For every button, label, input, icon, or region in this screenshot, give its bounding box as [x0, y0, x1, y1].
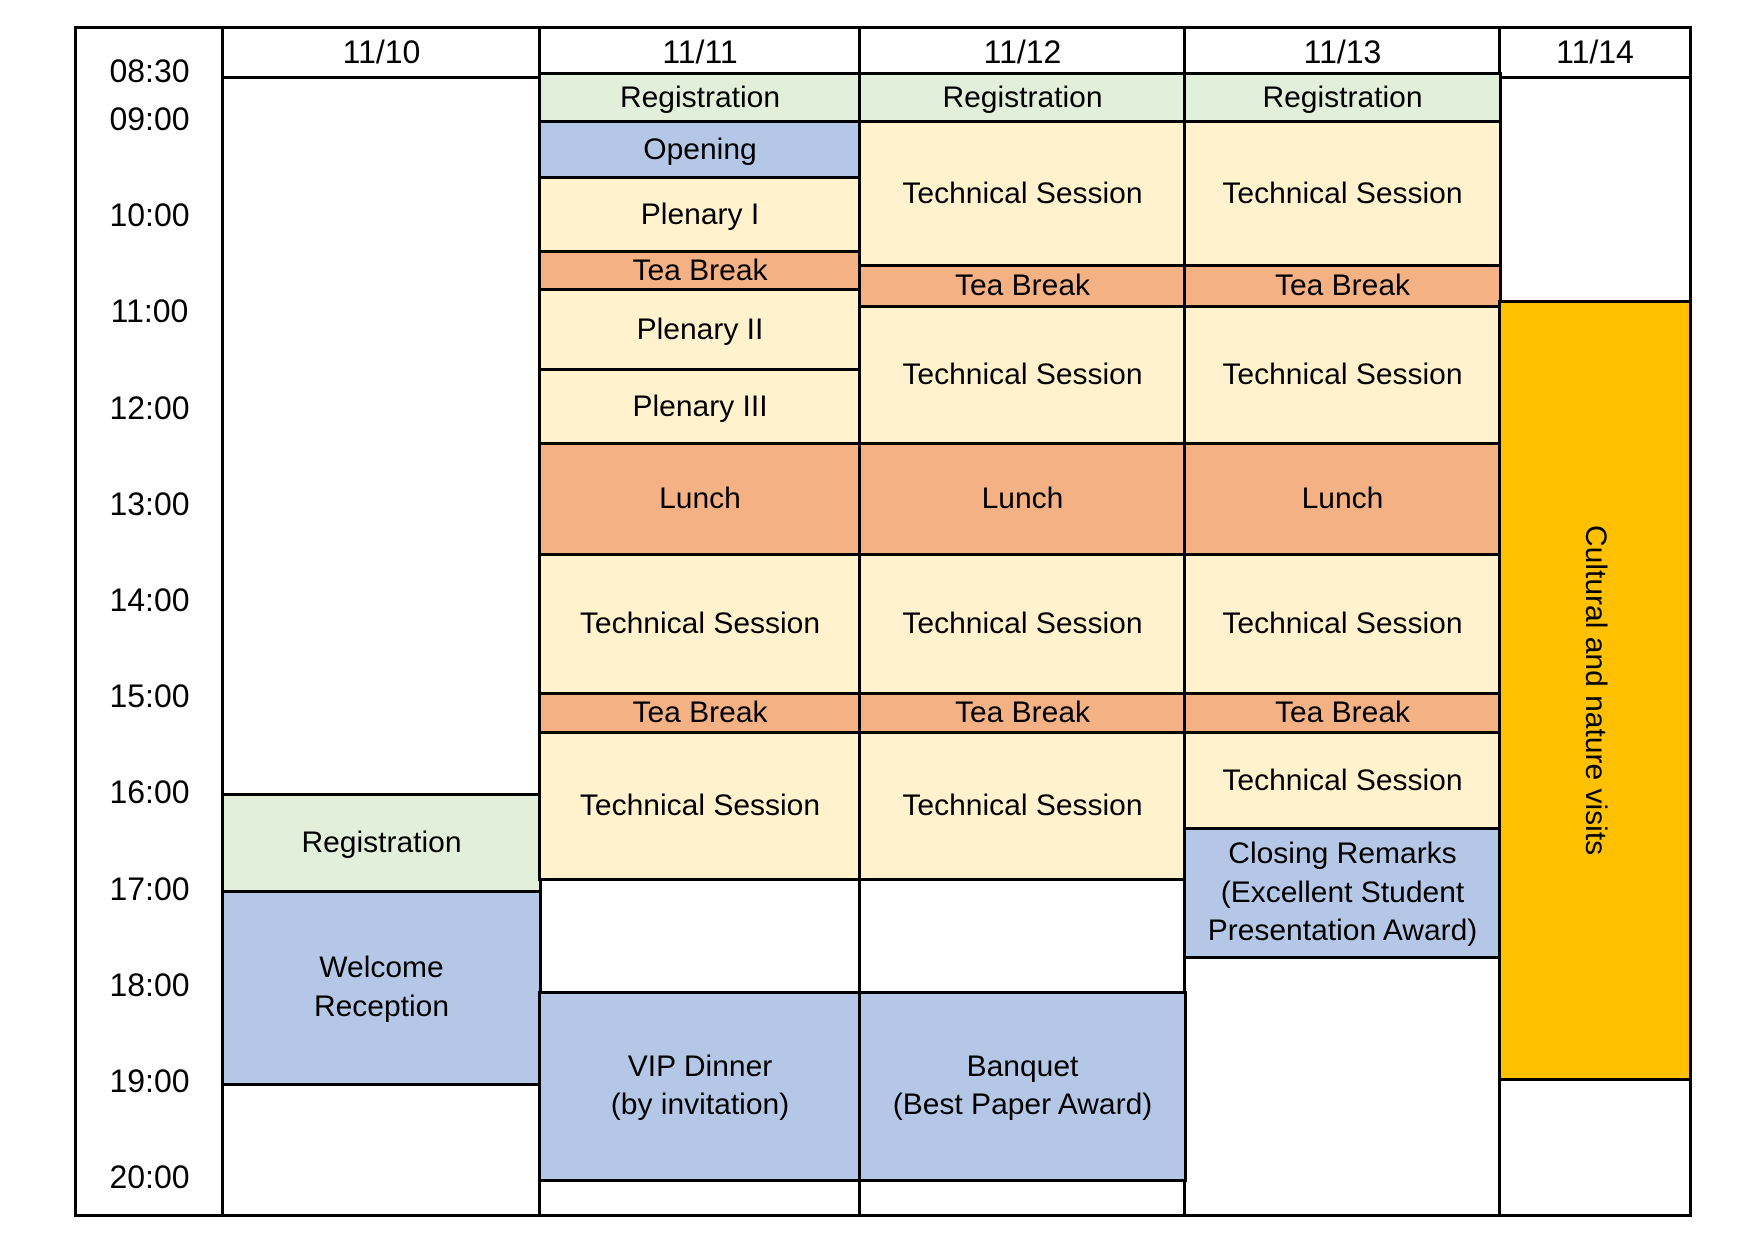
event-11-12-tea-break: Tea Break: [858, 264, 1187, 309]
event-11-12-lunch: Lunch: [858, 442, 1187, 557]
day-header-11-11: 11/11: [662, 34, 738, 70]
time-tick-1000: 10:00: [109, 197, 190, 234]
time-tick-1900: 19:00: [109, 1063, 190, 1099]
event-11-13-technical-session: Technical Session: [1183, 304, 1502, 447]
event-11-13-technical-session: Technical Session: [1183, 120, 1502, 269]
event-11-11-technical-session: Technical Session: [538, 552, 862, 697]
event-11-11-vip-dinner-by-invitation: VIP Dinner (by invitation): [538, 990, 862, 1183]
time-tick-1400: 14:00: [109, 582, 190, 618]
event-11-11-registration: Registration: [538, 71, 862, 124]
event-11-12-technical-session: Technical Session: [858, 120, 1187, 269]
time-tick-1100: 11:00: [110, 293, 189, 330]
event-11-11-tea-break: Tea Break: [538, 692, 862, 735]
day-header-11-12: 11/12: [983, 34, 1062, 70]
event-11-11-plenary-i: Plenary I: [538, 175, 862, 254]
event-11-12-technical-session: Technical Session: [858, 304, 1187, 447]
event-11-13-tea-break: Tea Break: [1183, 264, 1502, 309]
time-tick-2000: 20:00: [109, 1159, 190, 1196]
event-11-11-technical-session: Technical Session: [538, 730, 862, 882]
event-11-13-technical-session: Technical Session: [1183, 730, 1502, 832]
event-11-12-banquet-best-paper-award: Banquet (Best Paper Award): [858, 990, 1187, 1183]
event-11-12-technical-session: Technical Session: [858, 552, 1187, 697]
event-11-10-registration: Registration: [221, 793, 542, 894]
event-11-12-technical-session: Technical Session: [858, 730, 1187, 882]
event-11-11-lunch: Lunch: [538, 442, 862, 557]
event-11-11-opening: Opening: [538, 120, 862, 180]
time-tick-1200: 12:00: [109, 389, 190, 426]
event-11-12-registration: Registration: [858, 71, 1187, 124]
event-11-13-technical-session: Technical Session: [1183, 552, 1502, 697]
event-11-13-registration: Registration: [1183, 71, 1502, 124]
time-tick-0830: 08:30: [109, 52, 190, 89]
time-tick-0900: 09:00: [109, 101, 190, 137]
event-11-10-welcome-reception: Welcome Reception: [221, 889, 542, 1086]
day-header-11-13: 11/13: [1303, 34, 1382, 70]
time-tick-1600: 16:00: [109, 774, 190, 811]
event-11-13-lunch: Lunch: [1183, 442, 1502, 557]
event-11-11-tea-break: Tea Break: [538, 249, 862, 293]
event-11-11-plenary-ii: Plenary II: [538, 288, 862, 373]
day-header-11-14: 11/14: [1556, 34, 1634, 70]
time-tick-1500: 15:00: [109, 678, 190, 715]
event-11-14-cultural-and-nature-visits: Cultural and nature visits: [1498, 299, 1692, 1082]
column-border-0: [221, 27, 224, 1215]
event-11-13-closing-remarks-excellent-student-presentation-award: Closing Remarks (Excellent Student Prese…: [1183, 827, 1502, 959]
event-11-13-tea-break: Tea Break: [1183, 692, 1502, 735]
event-11-12-tea-break: Tea Break: [858, 692, 1187, 735]
time-tick-1700: 17:00: [109, 870, 190, 907]
time-tick-1800: 18:00: [109, 966, 190, 1003]
event-11-11-plenary-iii: Plenary III: [538, 368, 862, 447]
day-header-11-10: 11/10: [342, 34, 421, 70]
time-tick-1300: 13:00: [109, 485, 190, 522]
